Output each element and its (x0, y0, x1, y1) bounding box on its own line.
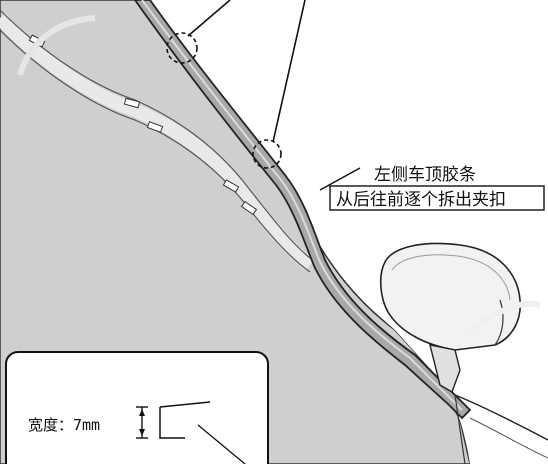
door-contour (454, 394, 548, 441)
dimension-arrow-top (139, 409, 145, 416)
roof-edge-band (0, 13, 315, 271)
roof-strip-highlight (141, 0, 463, 411)
profile-leader (197, 424, 246, 464)
clip (222, 179, 240, 193)
door-contour-2 (469, 417, 548, 459)
inset-detail: 宽度：7mm (5, 351, 269, 464)
clip-circle-lower (252, 139, 282, 169)
watermark-mark (17, 15, 96, 76)
callout-title: 左侧车顶胶条 (374, 165, 476, 185)
roof-strip (133, 0, 472, 420)
clip-circle-upper (166, 32, 198, 64)
leader-line-upper (187, 0, 231, 37)
clip (240, 200, 258, 216)
strip-profile (159, 401, 211, 439)
callout-leader (319, 167, 361, 191)
clip (123, 97, 141, 109)
pillar-edge (454, 394, 466, 464)
inset-frame (5, 351, 269, 464)
a-pillar-body (298, 0, 548, 464)
roof-edge-line-2 (0, 9, 311, 259)
callout-box (329, 185, 545, 211)
width-label: 宽度：7mm (28, 416, 100, 434)
leader-line-lower (272, 0, 306, 143)
dimension-arrow-bottom (139, 429, 145, 436)
watermark-mark-2 (468, 300, 541, 333)
callout: 左侧车顶胶条 从后往前逐个拆出夹扣 (319, 165, 545, 211)
clip (146, 121, 164, 133)
roof-edge-line (0, 29, 311, 273)
callout-instruction: 从后往前逐个拆出夹扣 (336, 190, 506, 210)
